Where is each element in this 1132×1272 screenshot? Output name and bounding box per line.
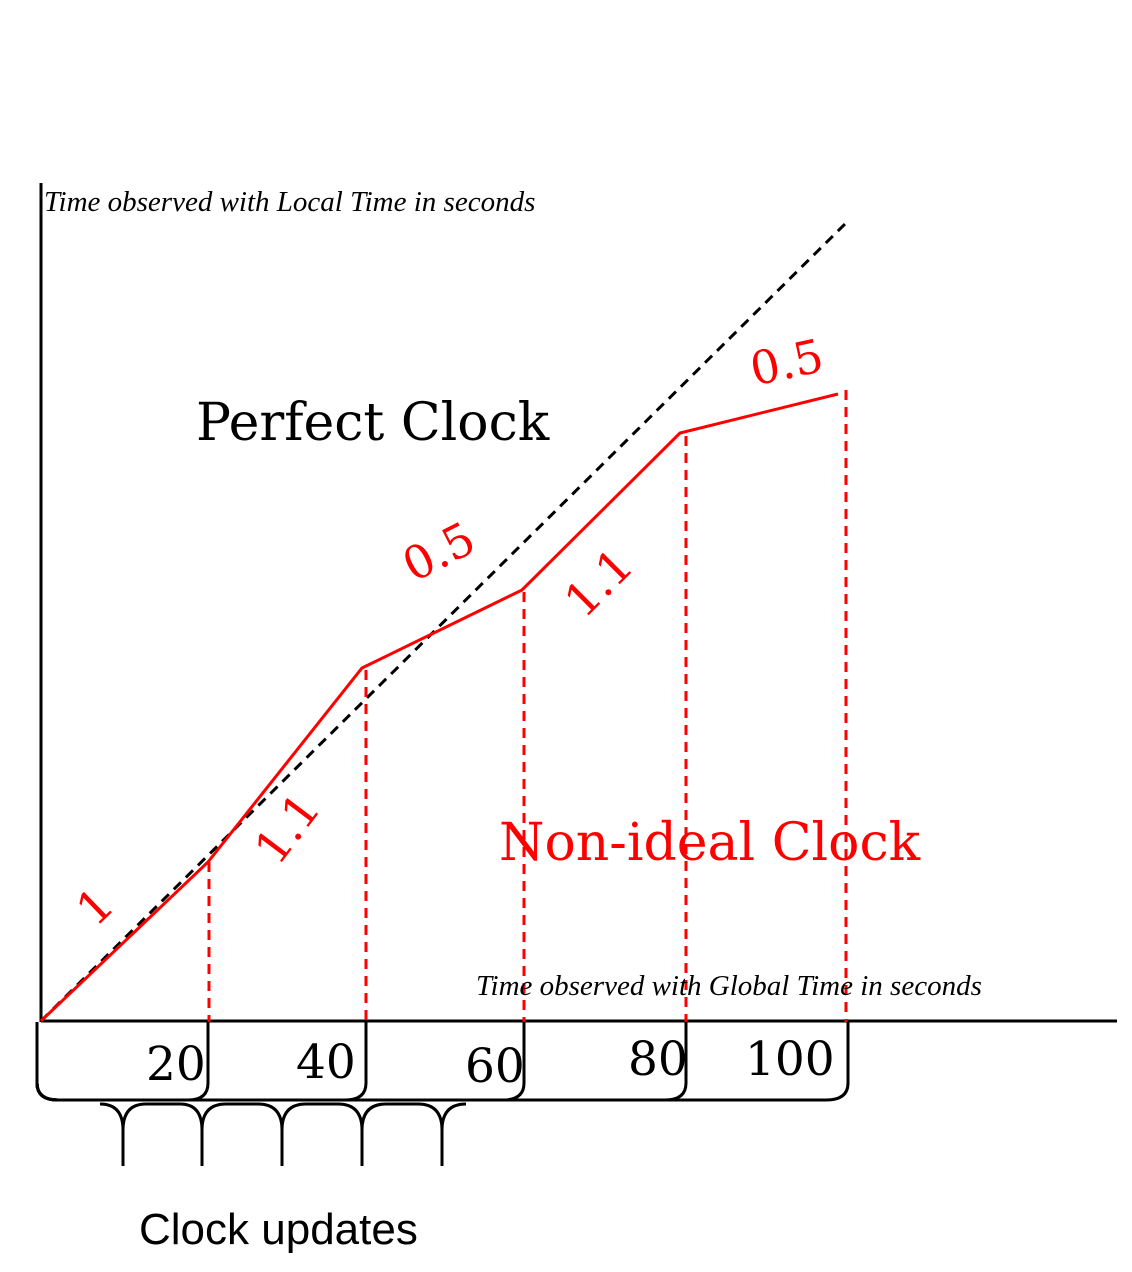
tick-label-80: 80 bbox=[628, 1032, 688, 1087]
segment-rate-4: 1.1 bbox=[554, 538, 644, 628]
segment-rate-2: 1.1 bbox=[244, 783, 331, 874]
tick-label-40: 40 bbox=[296, 1035, 356, 1090]
tick-label-60: 60 bbox=[465, 1039, 525, 1094]
non-ideal-clock-label: Non-ideal Clock bbox=[499, 813, 921, 873]
perfect-clock-label: Perfect Clock bbox=[196, 393, 550, 453]
clock-updates-label: Clock updates bbox=[139, 1205, 418, 1254]
segment-rate-3: 0.5 bbox=[394, 511, 484, 592]
x-axis-label: Time observed with Global Time in second… bbox=[476, 970, 982, 1002]
y-axis-label: Time observed with Local Time in seconds bbox=[44, 186, 535, 218]
non-ideal-clock-line bbox=[39, 392, 839, 1023]
segment-rate-1: 1 bbox=[66, 877, 125, 936]
clock-update-braces bbox=[99, 1102, 467, 1166]
tick-label-100: 100 bbox=[745, 1032, 835, 1087]
interval-braces bbox=[35, 1022, 850, 1102]
tick-label-20: 20 bbox=[146, 1037, 206, 1092]
perfect-clock-line bbox=[39, 219, 850, 1023]
brace-80 bbox=[35, 1022, 688, 1102]
brace-100 bbox=[35, 1022, 850, 1102]
segment-rate-5: 0.5 bbox=[745, 328, 828, 396]
brace-60 bbox=[35, 1022, 526, 1102]
